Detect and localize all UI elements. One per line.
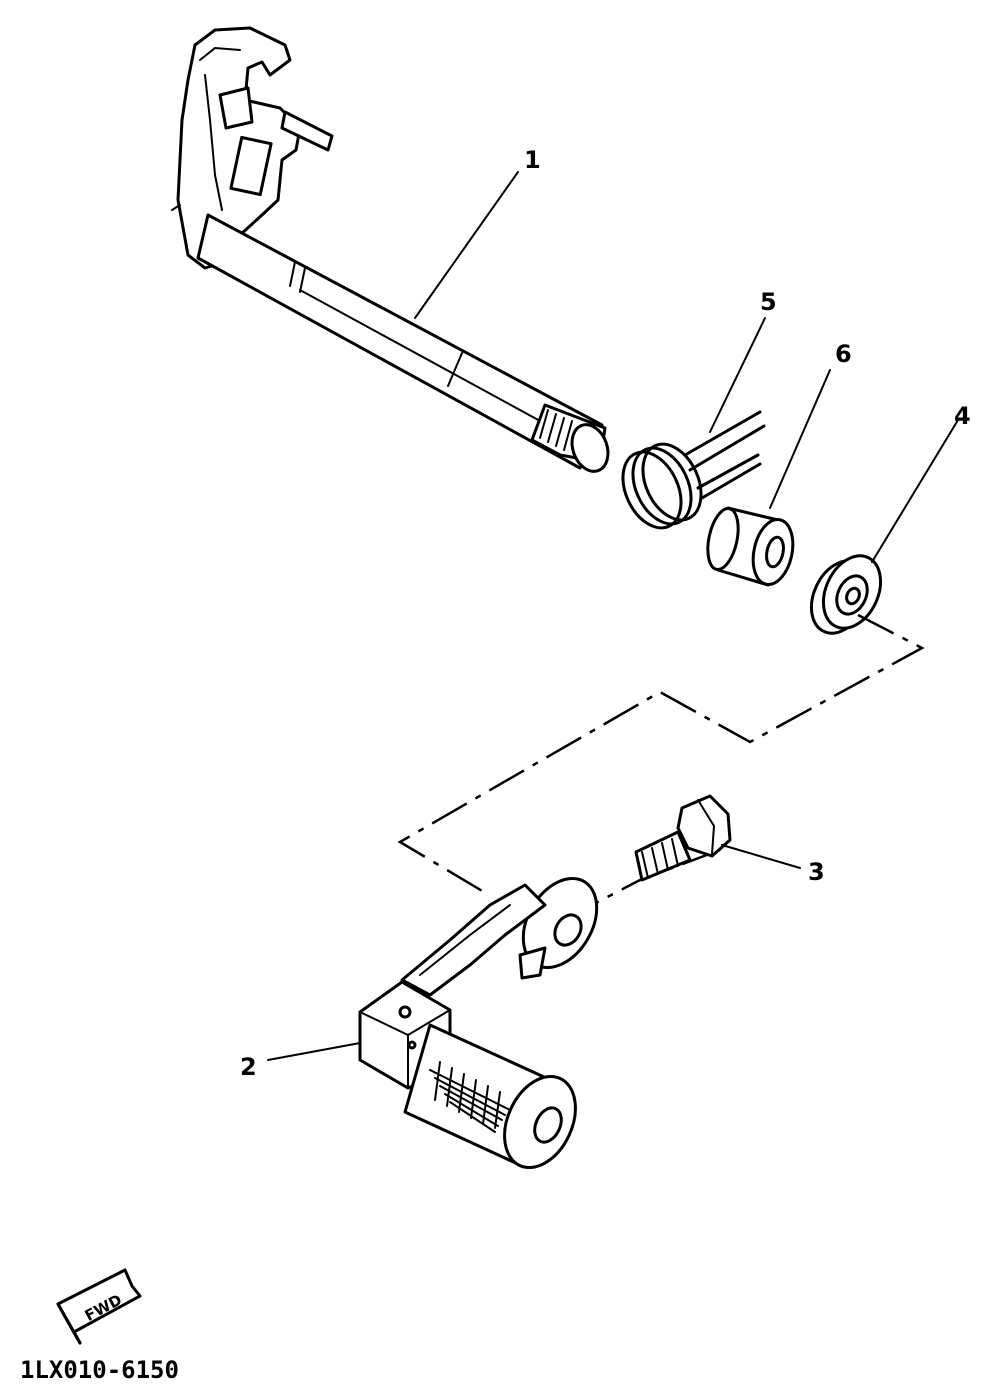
- leader-part3: [721, 844, 801, 869]
- leader-part6: [769, 369, 831, 509]
- diagram-code: 1LX010-6150: [20, 1356, 179, 1384]
- bolt: [634, 794, 732, 882]
- callout-part4: 4: [954, 402, 971, 430]
- callout-part2: 2: [240, 1053, 257, 1081]
- leader-part5: [709, 317, 766, 433]
- forward-direction-arrow-icon: FWD: [56, 1268, 142, 1345]
- callout-part5: 5: [760, 288, 777, 316]
- shift-pedal: [358, 876, 599, 1170]
- callout-part1: 1: [524, 146, 541, 174]
- callout-part3: 3: [808, 858, 825, 886]
- leader-part2: [267, 1042, 361, 1061]
- return-spring: [621, 410, 766, 530]
- callout-part6: 6: [835, 340, 852, 368]
- leader-part1: [414, 171, 519, 319]
- collar: [706, 506, 795, 587]
- leader-part4: [871, 419, 959, 563]
- oil-seal: [809, 554, 883, 635]
- shift-shaft-assembly: [171, 26, 610, 473]
